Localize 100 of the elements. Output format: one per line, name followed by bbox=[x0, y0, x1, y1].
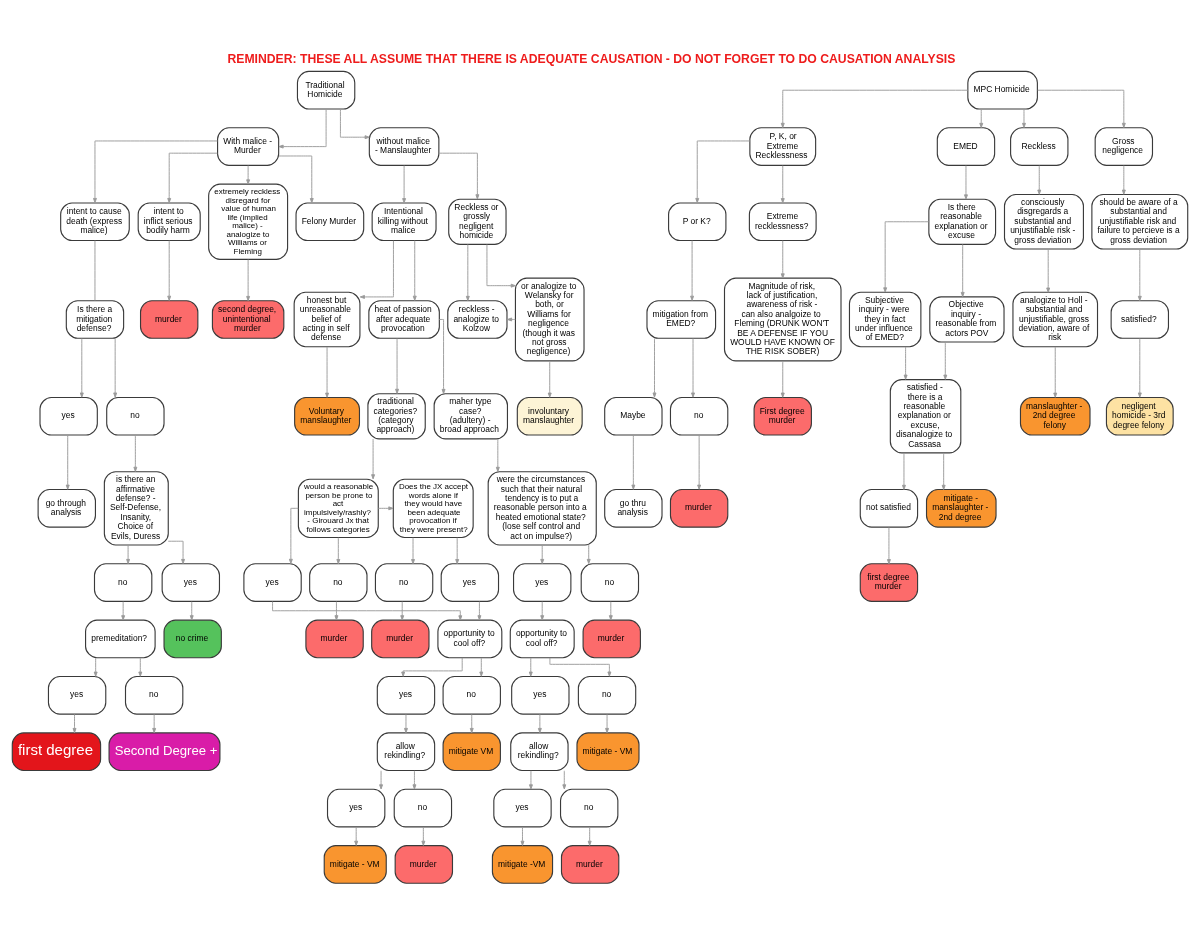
arrow bbox=[549, 656, 612, 677]
arrow bbox=[1053, 346, 1058, 398]
node-box: intent to cause death (express malice) bbox=[60, 201, 130, 241]
arrow bbox=[412, 239, 417, 301]
node-box: honest but unreasonable belief of acting in self defense bbox=[293, 291, 361, 347]
arrow bbox=[402, 164, 407, 203]
arrow bbox=[339, 108, 370, 139]
node-box: no bbox=[374, 562, 434, 602]
arrow bbox=[540, 600, 545, 620]
node-box: go through analysis bbox=[37, 488, 96, 528]
node-box: mitigate - VM bbox=[323, 844, 387, 884]
arrow bbox=[477, 600, 482, 620]
node-box: yes bbox=[493, 788, 552, 827]
arrow bbox=[412, 769, 417, 789]
node-box: second degree, unintentional murder bbox=[211, 299, 285, 339]
arrow bbox=[695, 140, 751, 203]
node-box: mitigate - manslaughter - 2nd degree bbox=[925, 488, 997, 528]
node-box: With malice - Murder bbox=[217, 126, 280, 166]
node-box: Subjective inquiry - were they in fact under influence of EMED? bbox=[848, 291, 922, 347]
arrow bbox=[1037, 164, 1042, 195]
node-box: yes bbox=[39, 396, 98, 436]
node-box: should be aware of a substantial and unjustifiable risk and failure to percieve is a gross deviation bbox=[1091, 193, 1189, 250]
arrow bbox=[1022, 108, 1026, 128]
node-box: reckless - analogize to Kolzow bbox=[447, 299, 508, 339]
node-box: First degree murder bbox=[753, 396, 812, 436]
arrow bbox=[455, 536, 460, 564]
arrow bbox=[520, 826, 525, 846]
arrow bbox=[65, 434, 70, 490]
arrow bbox=[506, 317, 516, 321]
arrow bbox=[288, 507, 299, 564]
node-box: or analogize to Welansky for both, or Williams for negligence (though it was not gross negligence) bbox=[514, 277, 585, 361]
node-box: allow rekindling? bbox=[510, 731, 569, 771]
arrow bbox=[652, 337, 657, 398]
node-box: is there an affirmative defense? - Self-Defense, Insanity, Choice of Evils, Duress bbox=[103, 470, 169, 546]
arrow bbox=[780, 239, 785, 278]
arrow bbox=[608, 600, 613, 620]
node-box: MPC Homicide bbox=[967, 70, 1038, 110]
node-box: yes bbox=[511, 675, 570, 715]
arrow bbox=[167, 239, 172, 301]
arrow bbox=[278, 155, 314, 203]
arrow bbox=[1046, 248, 1051, 293]
node-box: no bbox=[442, 675, 501, 715]
node-box: Gross negligence bbox=[1094, 126, 1154, 166]
arrow bbox=[278, 108, 327, 149]
arrow bbox=[377, 505, 394, 510]
node-box: no bbox=[93, 562, 153, 602]
arrow bbox=[72, 713, 77, 733]
arrow bbox=[605, 713, 609, 733]
node-box: Maybe bbox=[604, 396, 663, 436]
arrow bbox=[401, 656, 463, 677]
diagram-title: REMINDER: THESE ALL ASSUME THAT THERE IS ADEQUATE CAUSATION - DO NOT FORGET TO DO CAUSATION ANALYSIS bbox=[227, 51, 956, 66]
node-box: Intentional killing without malice bbox=[371, 201, 437, 241]
node-box: EMED bbox=[936, 126, 996, 166]
node-box: negligent homicide - 3rd degree felony bbox=[1105, 396, 1174, 436]
arrow bbox=[1137, 248, 1142, 301]
arrow bbox=[529, 769, 533, 789]
arrow bbox=[246, 258, 251, 301]
arrow bbox=[167, 540, 185, 564]
arrow bbox=[93, 140, 218, 203]
arrow bbox=[395, 337, 399, 394]
arrow bbox=[93, 657, 98, 677]
arrow bbox=[479, 657, 484, 677]
node-box: Reckless or grossly negligent homicide bbox=[448, 198, 507, 245]
node-box: not satisfied bbox=[859, 488, 919, 528]
arrow bbox=[586, 544, 591, 564]
arrow bbox=[780, 89, 969, 128]
node-box: yes bbox=[326, 788, 386, 827]
arrow bbox=[138, 657, 143, 677]
arrow bbox=[126, 544, 131, 564]
arrow bbox=[587, 826, 592, 846]
arrow bbox=[1137, 337, 1142, 398]
node-box: Voluntary manslaughter bbox=[294, 396, 361, 436]
node-box: no bbox=[669, 396, 729, 436]
arrow bbox=[79, 337, 84, 398]
node-box: satisfied - there is a reasonable explanation or excuse, disanalogize to Cassasa bbox=[889, 378, 962, 453]
node-box: opportunity to cool off? bbox=[509, 619, 575, 658]
node-box: Magnitude of risk, lack of justification, awareness of risk - can also analgoize to Fleming (DRUNK WON'T BE A DEFENSE IF YOU WOULD HAVE KNOWN OF THE RISK SOBER) bbox=[723, 277, 842, 361]
arrow bbox=[979, 108, 984, 128]
arrow bbox=[438, 318, 446, 394]
arrow bbox=[540, 544, 545, 564]
arrow bbox=[113, 337, 118, 398]
arrow bbox=[1037, 89, 1126, 128]
node-box: murder bbox=[669, 488, 729, 528]
node-box: Is there reasonable explanation or excuse bbox=[928, 198, 997, 245]
node-box: P, K, or Extreme Recklessness bbox=[749, 126, 817, 166]
arrow bbox=[1121, 164, 1126, 195]
arrow bbox=[469, 713, 474, 733]
arrow bbox=[371, 438, 376, 479]
node-box: no bbox=[580, 562, 640, 602]
node-box: mitigate VM bbox=[442, 731, 501, 771]
node-box: without malice - Manslaughter bbox=[368, 126, 440, 166]
node-box: mitigate -VM bbox=[491, 844, 554, 884]
connector bbox=[94, 239, 96, 301]
node-box: yes bbox=[376, 675, 436, 715]
arrow bbox=[697, 434, 702, 490]
arrow bbox=[354, 826, 359, 846]
arrow bbox=[152, 713, 157, 733]
node-box: yes bbox=[47, 675, 107, 715]
node-box: consciously disgregards a substantial and unjustifiable risk - gross deviation bbox=[1003, 193, 1084, 250]
node-box: Second Degree + bbox=[108, 731, 221, 771]
